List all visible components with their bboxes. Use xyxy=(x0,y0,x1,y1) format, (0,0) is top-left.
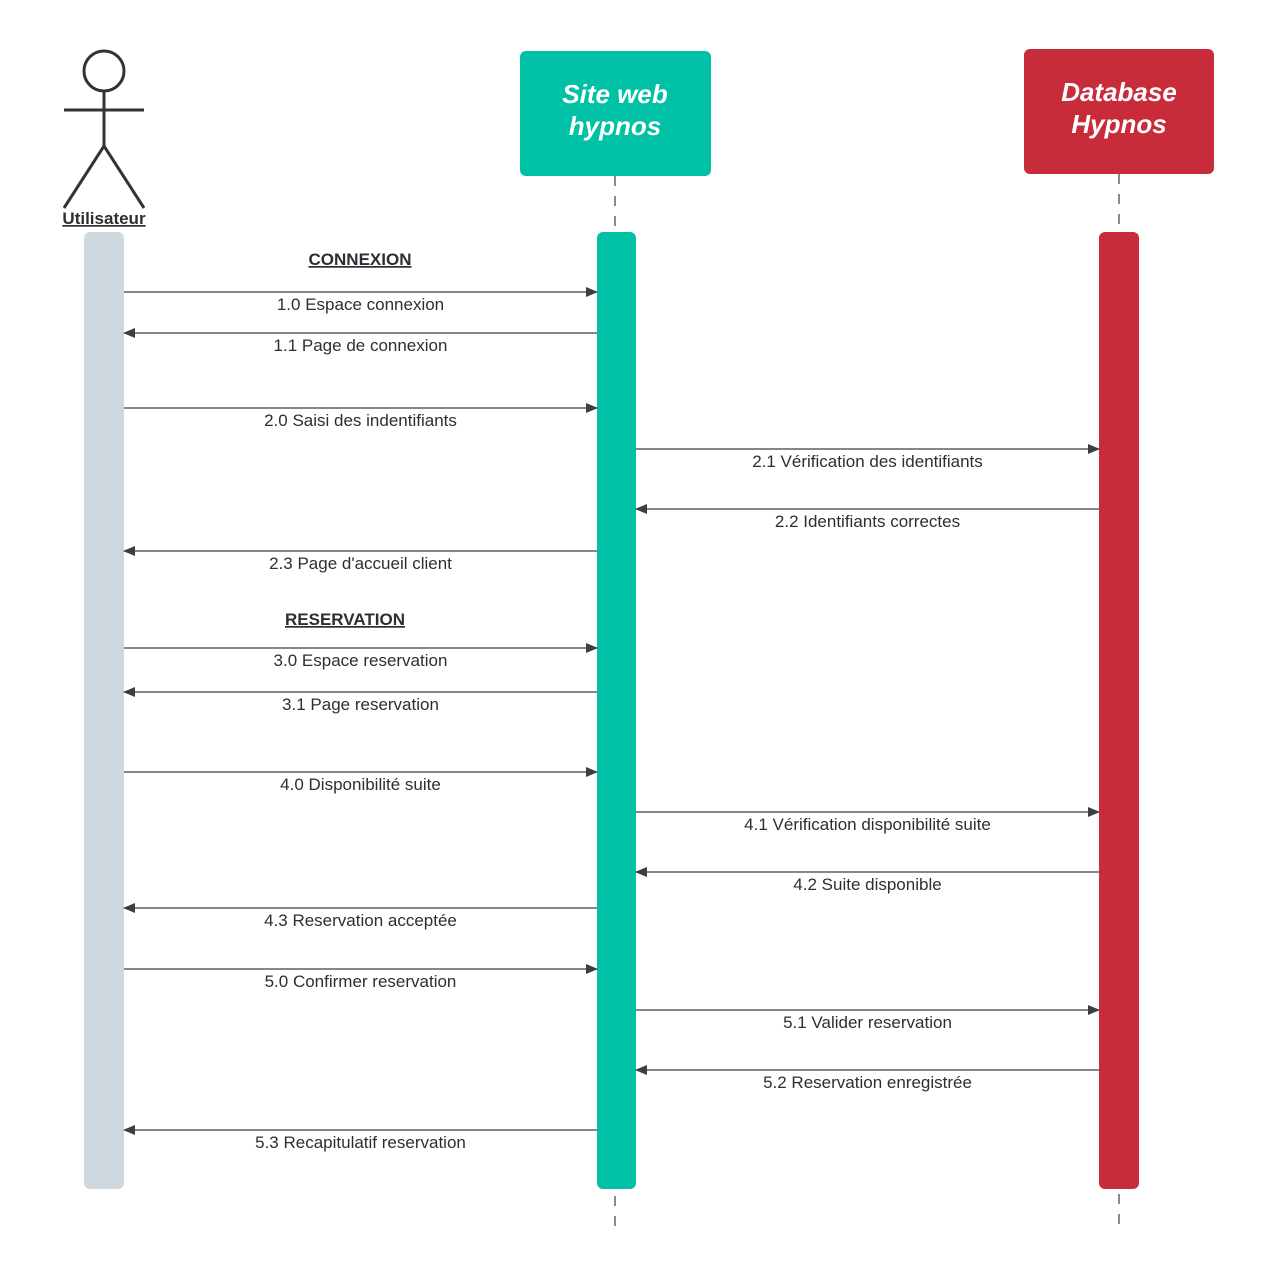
db-title-line1: Database xyxy=(1061,77,1177,107)
section-reservation-label: RESERVATION xyxy=(285,610,405,629)
message-label: 2.0 Saisi des indentifiants xyxy=(264,411,457,430)
section-connexion-label: CONNEXION xyxy=(309,250,412,269)
message-label: 4.1 Vérification disponibilité suite xyxy=(744,815,991,834)
message-label: 5.0 Confirmer reservation xyxy=(265,972,457,991)
message-label: 2.1 Vérification des identifiants xyxy=(752,452,983,471)
message-label: 3.0 Espace reservation xyxy=(274,651,448,670)
db-activation-bar xyxy=(1099,232,1139,1189)
db-participant-box xyxy=(1024,49,1214,174)
user-actor-label: Utilisateur xyxy=(62,209,146,228)
message-label: 2.3 Page d'accueil client xyxy=(269,554,452,573)
site-title-line2: hypnos xyxy=(569,111,661,141)
site-participant-box xyxy=(520,51,711,176)
site-activation-bar xyxy=(597,232,636,1189)
message-group: 1.0 Espace connexion 1.1 Page de connexio… xyxy=(123,287,1100,1152)
message-label: 4.3 Reservation acceptée xyxy=(264,911,457,930)
message-label: 5.2 Reservation enregistrée xyxy=(763,1073,972,1092)
message-label: 5.3 Recapitulatif reservation xyxy=(255,1133,466,1152)
message-label: 3.1 Page reservation xyxy=(282,695,439,714)
message-label: 4.2 Suite disponible xyxy=(793,875,941,894)
site-title-line1: Site web xyxy=(562,79,668,109)
user-activation-bar xyxy=(84,232,124,1189)
message-label: 2.2 Identifiants correctes xyxy=(775,512,960,531)
message-label: 5.1 Valider reservation xyxy=(783,1013,952,1032)
db-title-line2: Hypnos xyxy=(1071,109,1166,139)
message-label: 1.1 Page de connexion xyxy=(274,336,448,355)
message-label: 1.0 Espace connexion xyxy=(277,295,444,314)
message-label: 4.0 Disponibilité suite xyxy=(280,775,441,794)
user-actor-icon xyxy=(62,49,146,209)
